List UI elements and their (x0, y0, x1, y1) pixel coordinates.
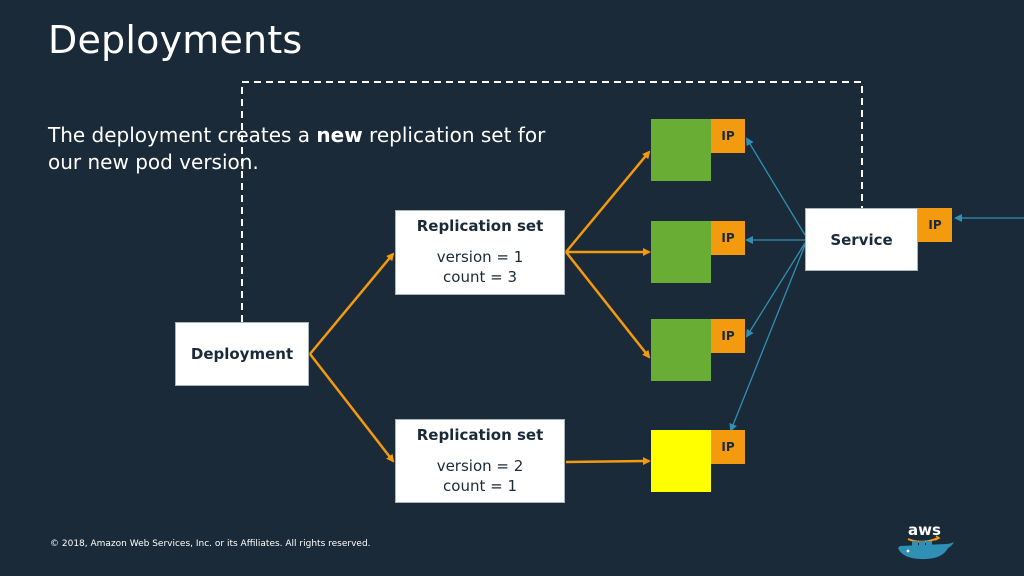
replication-set-2: Replication set version = 2 count = 1 (395, 419, 565, 503)
subtitle-text-start: The deployment creates a (48, 123, 317, 147)
slide-subtitle: The deployment creates a new replication… (48, 122, 548, 176)
aws-docker-whale-icon: aws (898, 521, 954, 560)
pod-3-ip-badge: IP (711, 319, 745, 353)
service-box: Service (805, 208, 918, 271)
deployment-box: Deployment (175, 322, 309, 386)
replication-set-2-header: Replication set (416, 426, 544, 444)
replication-set-1-count: count = 3 (443, 268, 517, 286)
pod-1 (651, 119, 711, 181)
replication-set-2-count: count = 1 (443, 477, 517, 495)
deployment-label: Deployment (190, 345, 294, 363)
replication-set-1-version: version = 1 (436, 248, 524, 266)
replication-set-2-version: version = 2 (436, 457, 524, 475)
pod-1-ip-badge: IP (711, 119, 745, 153)
pod-3 (651, 319, 711, 381)
arrow-service-to-pod3-ip (745, 242, 806, 338)
pod-2 (651, 221, 711, 283)
arrow-service-to-pod1-ip (745, 137, 806, 236)
pod-2-ip-badge: IP (711, 221, 745, 255)
page-title: Deployments (48, 18, 303, 62)
arrow-rs1-to-pod3 (565, 251, 651, 359)
arrow-rs1-to-pod1 (565, 150, 651, 253)
service-label: Service (830, 230, 893, 249)
aws-logo-text: aws (908, 521, 941, 539)
replication-set-1: Replication set version = 1 count = 3 (395, 210, 565, 295)
subtitle-emphasis: new (316, 123, 363, 147)
service-ip-badge: IP (918, 208, 952, 242)
arrow-deployment-to-rs1 (309, 252, 395, 355)
arrow-rs2-to-pod4 (565, 457, 651, 466)
aws-logo: aws (894, 520, 958, 564)
arrow-deployment-to-rs2 (309, 353, 395, 463)
pod-4-new-version (651, 430, 711, 492)
replication-set-1-header: Replication set (416, 217, 544, 235)
copyright-footer: © 2018, Amazon Web Services, Inc. or its… (50, 539, 371, 549)
pod-4-ip-badge: IP (711, 430, 745, 464)
